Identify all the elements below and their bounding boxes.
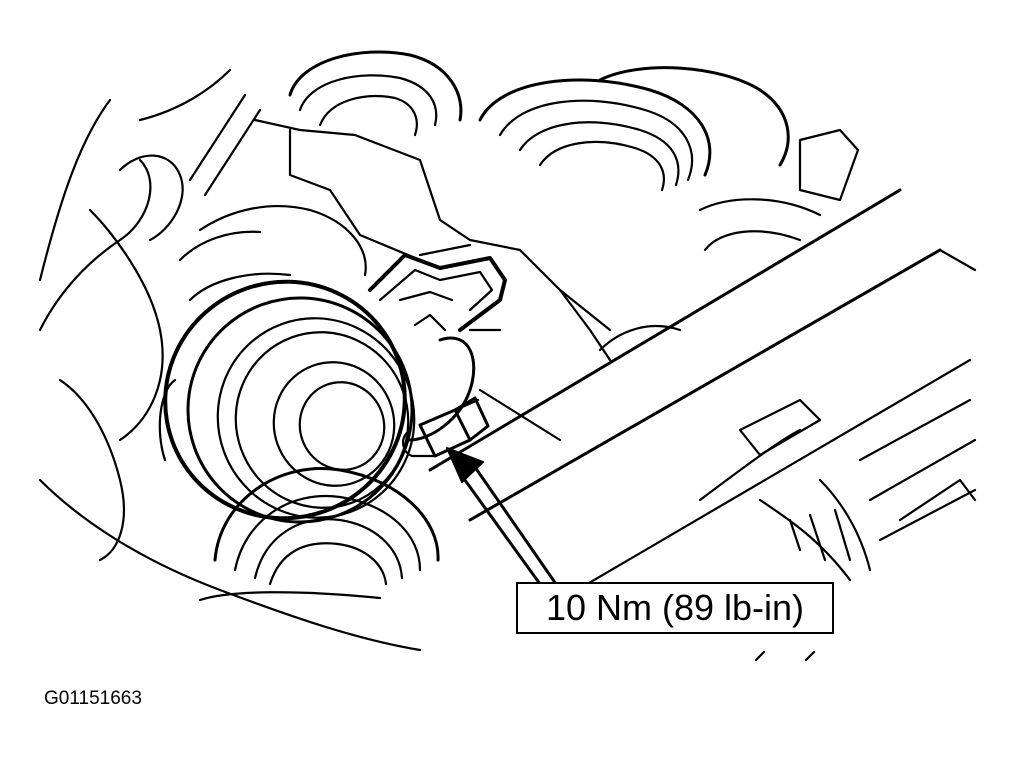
diagonal-beam [428, 188, 977, 602]
engine-bracket [253, 118, 682, 442]
tensioner-bolt [402, 396, 490, 458]
lower-pulley [198, 467, 440, 602]
callout-arrow [446, 447, 558, 586]
tick-marks [754, 650, 816, 662]
torque-callout: 10 Nm (89 lb-in) [516, 582, 834, 634]
upper-pulleys [288, 50, 860, 252]
torque-label: 10 Nm (89 lb-in) [545, 587, 805, 628]
engine-background [38, 68, 422, 652]
figure-id: G01151663 [44, 688, 142, 709]
tensioner-pulley [158, 272, 416, 524]
tensioner-arm [368, 253, 507, 442]
